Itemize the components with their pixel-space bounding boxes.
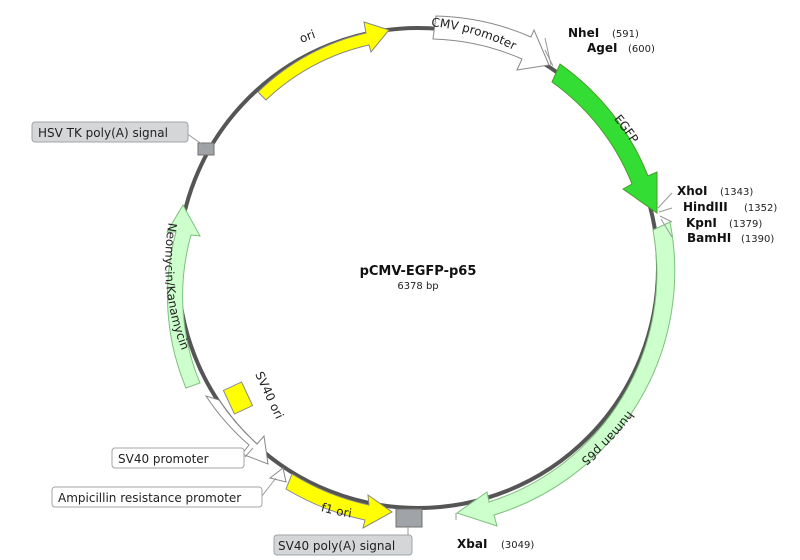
svg-text:Ampicillin resistance promoter: Ampicillin resistance promoter (58, 491, 241, 505)
plasmid-length: 6378 bp (397, 281, 438, 292)
feature-cmv-promoter[interactable] (432, 15, 550, 71)
site-nhei[interactable]: NheI (591) (568, 26, 639, 40)
svg-text:(1343): (1343) (720, 187, 753, 198)
svg-text:(591): (591) (612, 29, 639, 40)
svg-text:(1379): (1379) (729, 219, 762, 230)
svg-text:AgeI: AgeI (587, 41, 617, 55)
label-f1-ori: f1 ori (320, 500, 353, 520)
label-sv40-ori: SV40 ori (252, 369, 286, 421)
svg-text:XhoI: XhoI (677, 184, 708, 198)
site-xbai[interactable]: XbaI (3049) (457, 537, 534, 551)
site-xhoi[interactable]: XhoI (1343) (677, 184, 753, 198)
svg-text:HindIII: HindIII (683, 200, 728, 214)
svg-text:(3049): (3049) (501, 540, 534, 551)
site-kpni[interactable]: KpnI (1379) (686, 216, 762, 230)
svg-text:KpnI: KpnI (686, 216, 717, 230)
svg-text:SV40 promoter: SV40 promoter (118, 452, 209, 466)
svg-text:BamHI: BamHI (687, 231, 731, 245)
feature-hsv-tk-polya[interactable] (197, 142, 215, 156)
feature-human-p65[interactable] (455, 221, 676, 527)
svg-text:(1390): (1390) (741, 234, 774, 245)
callout-amp-promoter[interactable]: Ampicillin resistance promoter (51, 486, 263, 508)
feature-egfp[interactable] (551, 63, 658, 214)
svg-text:HSV TK poly(A) signal: HSV TK poly(A) signal (38, 126, 168, 140)
site-bamhi[interactable]: BamHI (1390) (687, 231, 774, 245)
callout-sv40-polya[interactable]: SV40 poly(A) signal (273, 534, 413, 556)
feature-neo-kan[interactable] (166, 203, 201, 389)
feature-amp-promoter[interactable] (268, 467, 287, 483)
svg-text:(1352): (1352) (744, 203, 777, 214)
feature-ori[interactable] (257, 21, 390, 101)
site-hindiii[interactable]: HindIII (1352) (683, 200, 777, 214)
site-agei[interactable]: AgeI (600) (587, 41, 655, 55)
feature-sv40-polya-signal[interactable] (395, 508, 423, 528)
callout-hsv-tk[interactable]: HSV TK poly(A) signal (31, 121, 189, 143)
callout-sv40-promoter[interactable]: SV40 promoter (111, 447, 245, 469)
svg-text:SV40 poly(A) signal: SV40 poly(A) signal (278, 539, 395, 553)
svg-text:XbaI: XbaI (457, 537, 487, 551)
feature-sv40-ori[interactable] (222, 381, 254, 415)
svg-text:(600): (600) (628, 44, 655, 55)
feature-f1-ori[interactable] (285, 473, 393, 529)
plasmid-name: pCMV-EGFP-p65 (360, 264, 477, 279)
svg-text:NheI: NheI (568, 26, 599, 40)
feature-sv40-promoter[interactable] (204, 395, 269, 465)
label-ori: ori (297, 27, 317, 46)
